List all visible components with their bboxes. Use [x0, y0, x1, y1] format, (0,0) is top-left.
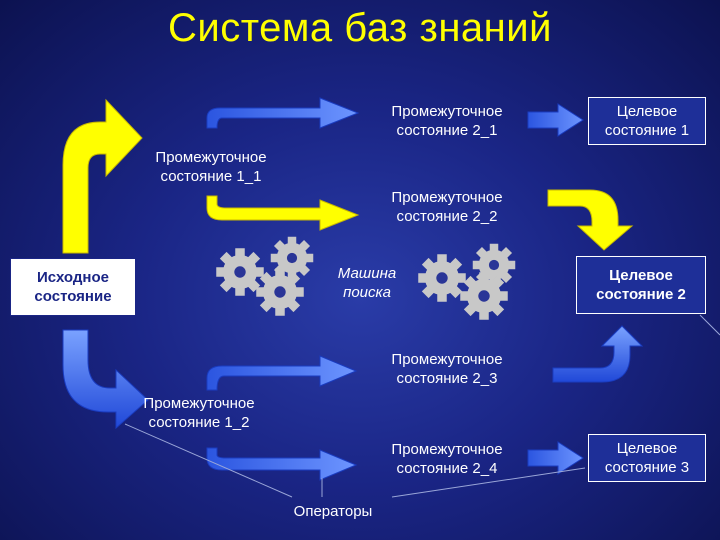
arrow-s12-to-s24: [206, 447, 358, 481]
arrow-s23-to-goal2: [552, 325, 644, 383]
node-s24: Промежуточное состояние 2_4: [391, 441, 503, 477]
arrow-start-to-s11: [62, 98, 143, 254]
node-goal1-label: Целевое состояние 1: [604, 103, 690, 139]
arrow-s11-to-s21: [206, 97, 360, 129]
edge-line: [699, 314, 720, 336]
node-s22: Промежуточное состояние 2_2: [391, 189, 503, 225]
node-s21: Промежуточное состояние 2_1: [391, 103, 503, 139]
node-start: Исходное состояние: [10, 258, 136, 316]
node-s23: Промежуточное состояние 2_3: [391, 351, 503, 387]
operators-line-left: [124, 423, 293, 498]
operators-label: Операторы: [293, 503, 373, 520]
arrow-s22-to-goal2: [547, 189, 634, 251]
node-goal3-label: Целевое состояние 3: [604, 440, 690, 476]
slide-title: Система баз знаний: [168, 6, 552, 50]
arrow-s24-to-goal3: [527, 441, 584, 475]
node-goal2-label: Целевое состояние 2: [596, 267, 686, 303]
arrow-start-to-s12: [62, 329, 149, 430]
arrow-s12-to-s23: [206, 355, 358, 391]
node-goal2: Целевое состояние 2: [576, 256, 706, 314]
node-s12: Промежуточное состояние 1_2: [143, 395, 255, 431]
node-goal3: Целевое состояние 3: [588, 434, 706, 482]
node-start-label: Исходное состояние: [34, 269, 112, 305]
gears-left-icon: [216, 236, 314, 316]
arrow-s11-to-s22: [206, 195, 360, 231]
operators-line-right: [391, 467, 586, 498]
node-goal1: Целевое состояние 1: [588, 97, 706, 145]
gears-right-icon: [418, 243, 516, 320]
node-s11: Промежуточное состояние 1_1: [155, 149, 267, 185]
search-engine-label: Машина поиска: [337, 265, 397, 301]
arrow-s21-to-goal1: [527, 103, 584, 137]
